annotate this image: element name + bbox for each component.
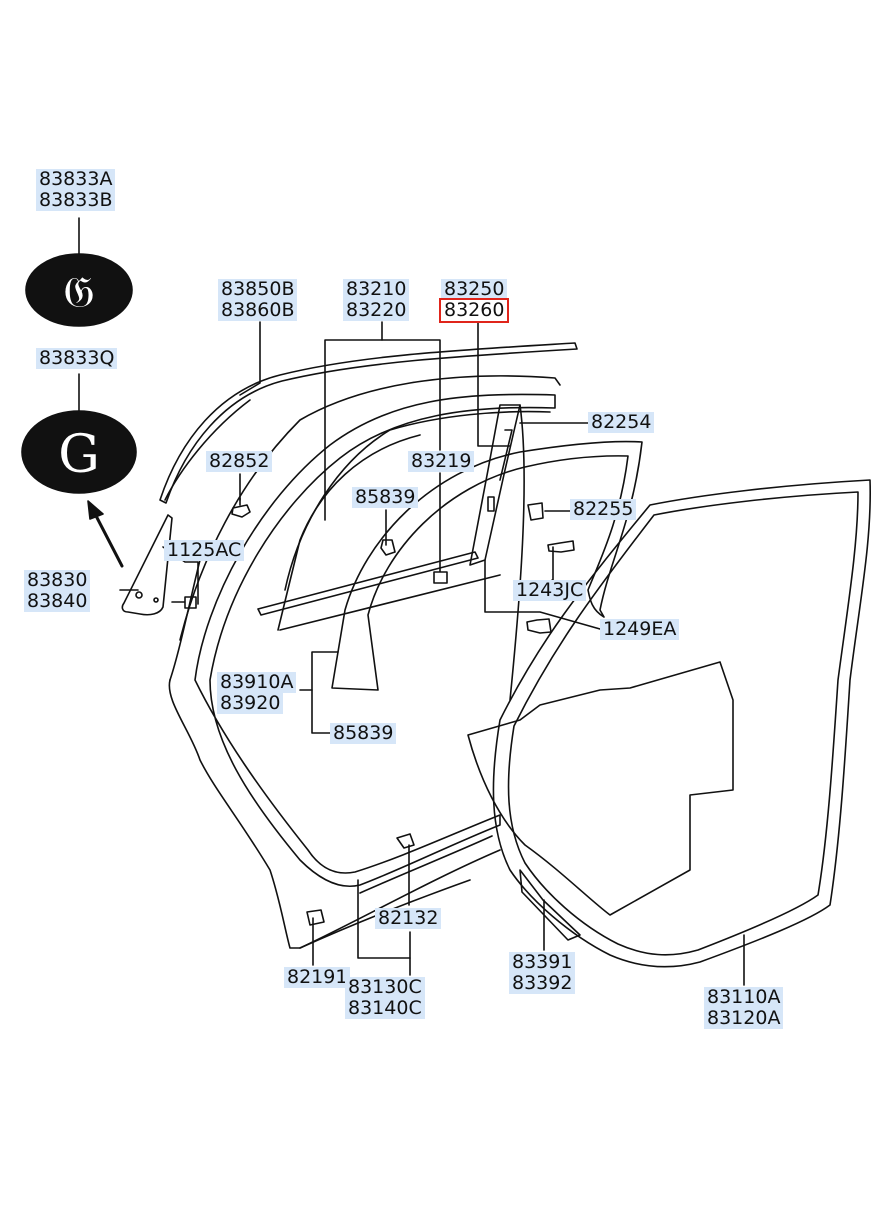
part-label[interactable]: 83850B: [218, 279, 298, 300]
part-label[interactable]: 82132: [375, 908, 442, 929]
part-label[interactable]: 83392: [509, 973, 576, 994]
lower-sill: [299, 835, 493, 949]
sill-strip: [519, 869, 581, 941]
emblem-g-letter: G: [58, 425, 100, 485]
callout-83130: 83130C 83140C: [345, 977, 425, 1019]
callout-83210: 83210 83220: [343, 279, 410, 321]
part-label[interactable]: 83130C: [345, 977, 425, 998]
part-label[interactable]: 83920: [217, 693, 284, 714]
callout-83830: 83830 83840: [24, 570, 91, 612]
clip-icon: [380, 539, 396, 556]
part-label[interactable]: 83250: [441, 279, 508, 300]
part-label[interactable]: 82852: [206, 451, 273, 472]
roof-moulding: [159, 342, 578, 504]
screw-icon: [547, 540, 575, 553]
part-label[interactable]: 83833A: [36, 169, 116, 190]
part-label[interactable]: 1249EA: [600, 619, 680, 640]
quarter-trim: [121, 514, 173, 616]
callout-83110: 83110A 83120A: [704, 987, 784, 1029]
emblem-script-letter: 𝔊: [63, 267, 94, 318]
clip-icon: [527, 502, 544, 521]
part-label[interactable]: 82254: [588, 412, 655, 433]
screw-icon: [526, 618, 552, 634]
part-label[interactable]: 82191: [284, 967, 351, 988]
part-label[interactable]: 83391: [509, 952, 576, 973]
part-label[interactable]: 85839: [352, 487, 419, 508]
part-label-highlighted[interactable]: 83260: [438, 298, 510, 323]
part-label[interactable]: 83219: [408, 451, 475, 472]
belt-moulding: [257, 551, 501, 631]
screw-icon: [171, 596, 197, 609]
part-label[interactable]: 83860B: [218, 300, 298, 321]
part-label[interactable]: 83140C: [345, 998, 425, 1019]
part-label[interactable]: 83120A: [704, 1008, 784, 1029]
part-label[interactable]: 85839: [330, 723, 397, 744]
part-label[interactable]: 1125AC: [164, 540, 245, 561]
clip-icon: [231, 497, 251, 518]
door-weatherstrip: [492, 479, 872, 968]
part-label[interactable]: 82255: [570, 499, 637, 520]
run-channel: [469, 404, 521, 566]
callout-83910: 83910A 83920: [217, 672, 297, 714]
clip-icon: [306, 833, 415, 926]
part-label[interactable]: 83110A: [704, 987, 784, 1008]
part-label[interactable]: 83833Q: [36, 348, 118, 369]
body-weatherstrip: [194, 393, 556, 887]
part-label[interactable]: 83220: [343, 300, 410, 321]
emblem-g-icon: G: [21, 410, 137, 494]
glass-run: [331, 440, 643, 691]
part-label[interactable]: 83210: [343, 279, 410, 300]
part-label[interactable]: 83833B: [36, 190, 116, 211]
part-label[interactable]: 83840: [24, 591, 91, 612]
part-label[interactable]: 1243JC: [513, 580, 587, 601]
part-label[interactable]: 83830: [24, 570, 91, 591]
arrow-icon: [87, 500, 124, 568]
part-label[interactable]: 83910A: [217, 672, 297, 693]
window-frame: [277, 410, 551, 631]
callout-83833: 83833A 83833B: [36, 169, 116, 211]
trim-panel: [467, 661, 734, 916]
callout-83391: 83391 83392: [509, 952, 576, 994]
callout-83850: 83850B 83860B: [218, 279, 298, 321]
emblem-script-g-icon: 𝔊: [25, 253, 133, 327]
callout-83250: 83250 83260: [438, 279, 510, 323]
